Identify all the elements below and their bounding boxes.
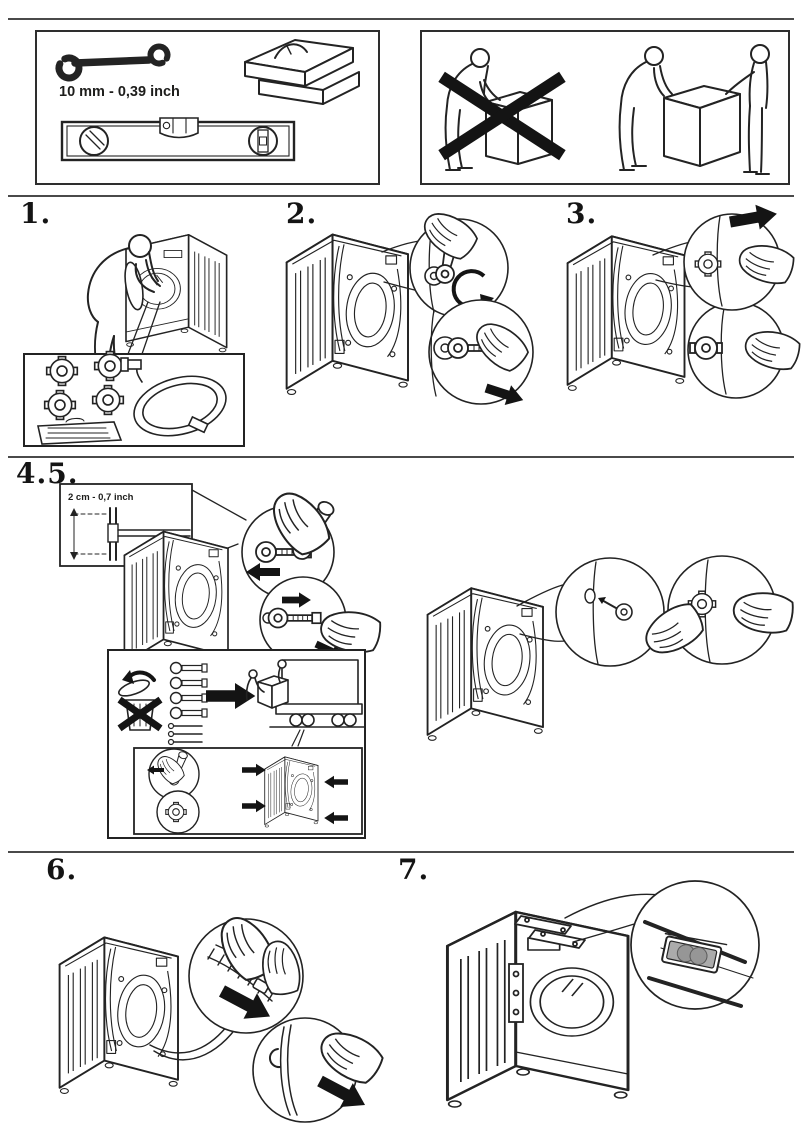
step-45-left-illustration: 2 cm - 0,7 inch xyxy=(59,482,384,839)
washer-rear-illustration xyxy=(426,587,544,742)
section-divider xyxy=(8,195,794,197)
pointer-lines xyxy=(291,729,305,747)
step-2-illustration xyxy=(285,203,534,410)
two-person-lift-icon xyxy=(618,44,770,175)
inset-cap-insert-content xyxy=(584,561,710,665)
side-bracket-icon xyxy=(508,963,524,1023)
keep-bolts-box xyxy=(107,649,366,839)
refit-for-transport-box xyxy=(133,747,363,835)
step-7-illustration xyxy=(445,880,760,1109)
section-divider xyxy=(8,456,794,458)
pointer-lines xyxy=(127,301,161,355)
transit-bolts-kit-icon xyxy=(167,661,208,746)
washer-front-illustration xyxy=(445,910,630,1109)
tools-panel: 10 mm - 0,39 inch xyxy=(35,30,380,185)
inset-clip-release-content xyxy=(269,1022,388,1117)
step-7-number: 7. xyxy=(398,853,430,886)
no-discard-icon xyxy=(117,670,163,732)
washer-rear-illustration xyxy=(123,530,229,669)
inset-unscrew-content xyxy=(416,203,496,313)
step-45-right-illustration xyxy=(426,555,796,742)
tools-illustration xyxy=(55,39,360,162)
handling-panel xyxy=(420,30,790,185)
inset-level-content xyxy=(643,920,754,1008)
section-divider xyxy=(8,18,794,20)
prohibited-cross-icon xyxy=(438,71,566,161)
inset-cap-insert xyxy=(555,557,665,667)
toolbox-icon xyxy=(244,39,360,105)
washer-rear-illustration xyxy=(58,936,179,1095)
inset-insert-cap-content xyxy=(694,201,798,307)
inset-cap-fitted-content xyxy=(689,307,802,395)
step-2-number: 2. xyxy=(286,197,318,230)
inset-hose-release-content xyxy=(207,908,304,1030)
syphon-icon xyxy=(37,418,123,445)
step-6-number: 6. xyxy=(46,853,78,886)
accessory-kit-box xyxy=(23,350,245,447)
level-bubble-icon xyxy=(661,932,728,974)
step-3-number: 3. xyxy=(566,197,598,230)
wrench-icon xyxy=(55,43,171,82)
inset-pull-bolt xyxy=(428,299,534,405)
step-1-illustration xyxy=(23,233,245,447)
wrench-size-label: 10 mm - 0,39 inch xyxy=(59,84,180,100)
wall-clearance-label: 2 cm - 0,7 inch xyxy=(68,492,134,503)
step-6-illustration xyxy=(58,908,388,1123)
washer-rear-illustration xyxy=(285,233,409,396)
transport-rails-icon xyxy=(514,915,586,949)
step-1-number: 1. xyxy=(20,197,52,230)
step-3-illustration xyxy=(566,201,802,399)
truck-illustration xyxy=(245,659,365,728)
section-divider xyxy=(8,851,794,853)
inlet-hose-icon xyxy=(120,357,227,437)
inset-bolt-spacer-content xyxy=(262,592,384,672)
spirit-level-icon xyxy=(60,117,296,162)
lifting-illustration xyxy=(438,44,770,175)
inset-pull-content xyxy=(430,309,534,410)
inset-cap-press-content xyxy=(687,559,796,663)
washer-rear-illustration xyxy=(566,235,686,392)
